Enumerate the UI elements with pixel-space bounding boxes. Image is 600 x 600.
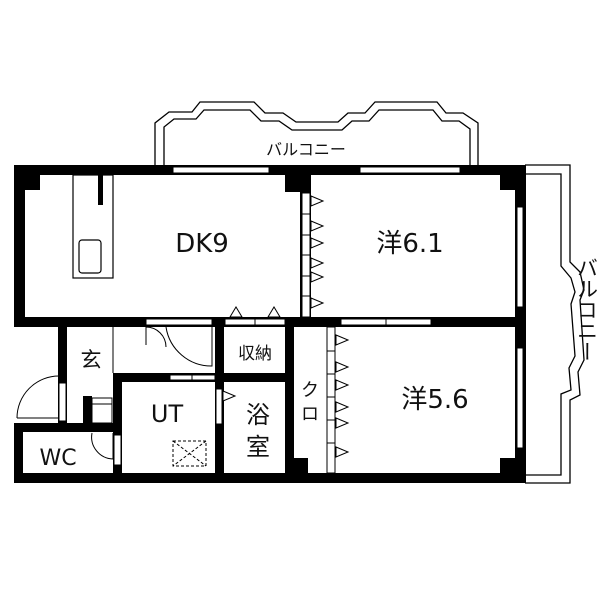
room-label-dk: DK9 [175,229,229,259]
room-label-bath-top: 浴 [246,401,270,429]
balcony-right [525,164,585,484]
room-label-closet-top: ク [301,380,319,401]
room-label-storage: 収納 [238,344,272,364]
room-label-closet-bottom: ロ [301,404,319,425]
balcony-top [154,101,479,165]
windows [58,166,524,466]
kitchen-counter [72,174,114,279]
sink-icon [78,239,102,274]
sliding-doors [222,192,350,474]
doors [16,326,213,467]
washer-pan-icon [172,440,207,467]
room-label-western1: 洋6.1 [376,229,443,259]
room-label-utility: UT [151,400,184,428]
room-label-bath-bottom: 室 [246,433,270,461]
room-label-wc: WC [39,446,76,471]
room-label-western2: 洋5.6 [401,385,468,415]
room-label-entrance: 玄 [81,348,102,372]
balcony-top-label: バルコニー [266,140,346,159]
